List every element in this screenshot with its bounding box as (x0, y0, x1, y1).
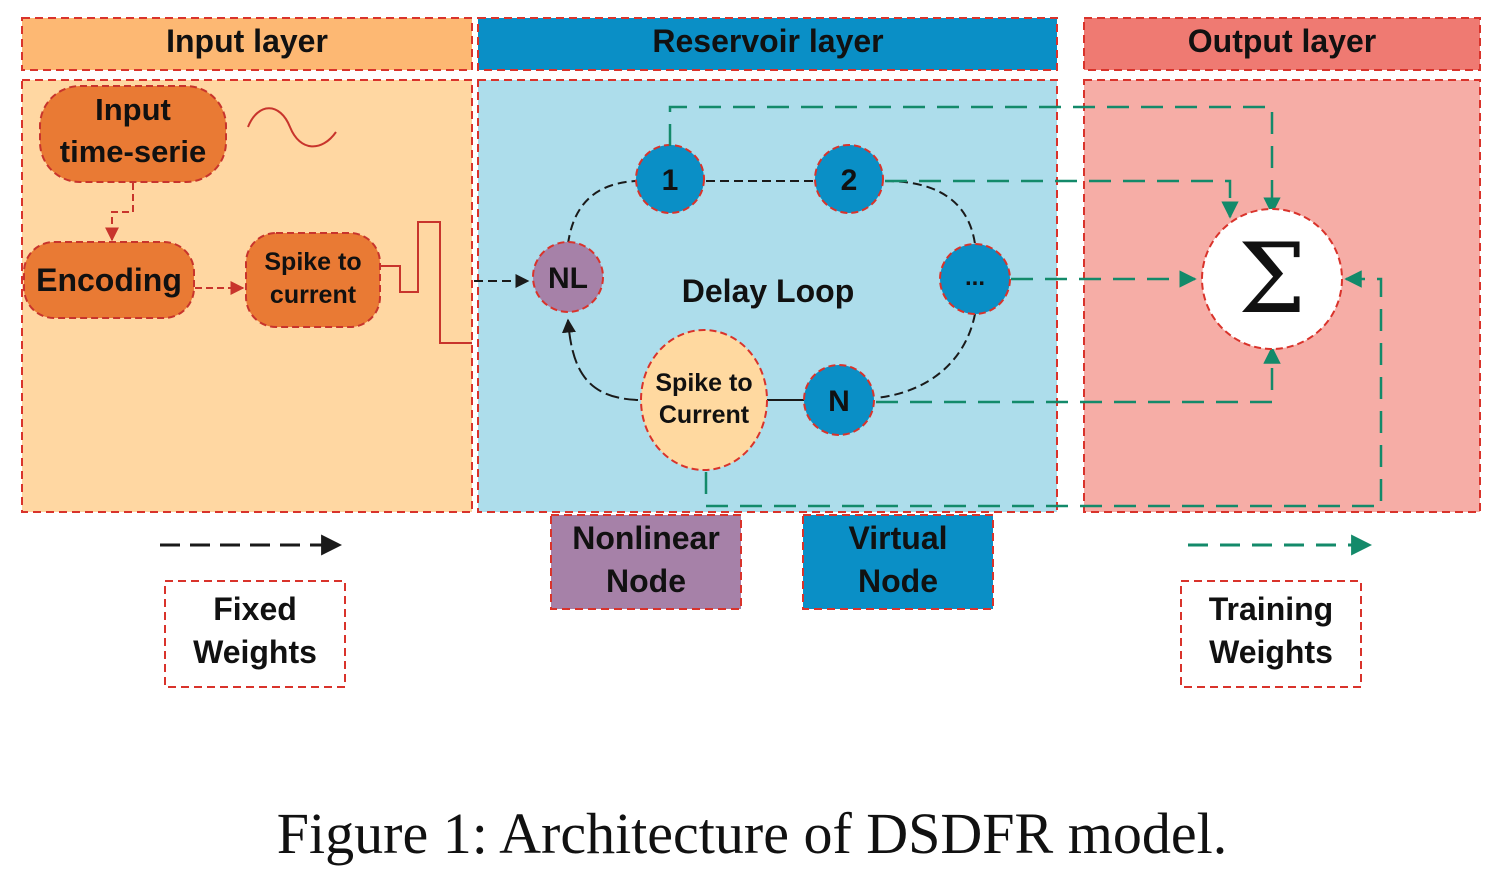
svg-text:N: N (828, 385, 850, 418)
summation-node: Σ (1201, 208, 1343, 350)
virtual-node-1: 1 (635, 144, 705, 214)
legend-nonlinear-node: Nonlinear Node (550, 514, 742, 610)
svg-text:2: 2 (841, 164, 858, 197)
sigma-icon: Σ (1238, 223, 1306, 335)
input-time-series-node: Input time-serie (39, 85, 227, 183)
spike-train-waveform (381, 221, 472, 344)
input-layer-header: Input layer (21, 17, 473, 71)
virtual-node-dots: ... (939, 243, 1011, 315)
svg-text:current: current (270, 281, 357, 309)
svg-text:Input: Input (95, 92, 171, 127)
output-layer-header: Output layer (1083, 17, 1481, 71)
legend-fixed-weights: Fixed Weights (164, 580, 346, 688)
svg-text:time-serie: time-serie (60, 134, 206, 169)
reservoir-layer-title: Reservoir layer (652, 23, 883, 59)
virtual-node-n: N (803, 364, 875, 436)
nonlinear-node: NL (532, 241, 604, 313)
loop-nl-to-1 (567, 180, 637, 245)
svg-text:NL: NL (548, 262, 588, 295)
svg-text:Node: Node (606, 563, 686, 599)
svg-text:Training: Training (1209, 591, 1333, 627)
figure-caption: Figure 1: Architecture of DSDFR model. (276, 801, 1228, 866)
sine-wave-icon (247, 107, 337, 148)
svg-text:Encoding: Encoding (36, 262, 182, 298)
svg-text:Current: Current (659, 401, 750, 429)
virtual-node-2: 2 (814, 144, 884, 214)
svg-text:Node: Node (858, 563, 938, 599)
reservoir-spike-to-current-node: Spike to Current (640, 329, 768, 471)
training-nodeN-to-sum (876, 346, 1281, 404)
reservoir-layer-header: Reservoir layer (477, 17, 1058, 71)
loop-dots-to-n (875, 313, 976, 399)
input-spike-to-current-node: Spike to current (245, 232, 381, 328)
svg-text:Weights: Weights (1209, 634, 1333, 670)
legend-virtual-node: Virtual Node (802, 514, 994, 610)
delay-loop-label: Delay Loop (682, 273, 854, 309)
loop-spike-to-nl (561, 318, 639, 401)
input-layer-title: Input layer (166, 23, 328, 59)
svg-text:Spike to: Spike to (655, 369, 752, 397)
output-layer-title: Output layer (1188, 23, 1376, 59)
svg-text:Virtual: Virtual (849, 520, 948, 556)
svg-text:1: 1 (662, 164, 679, 197)
svg-text:Fixed: Fixed (213, 591, 297, 627)
series-to-encoding-arrow (105, 183, 134, 242)
encoding-node: Encoding (23, 241, 195, 319)
training-node1-to-sum (668, 105, 1281, 215)
svg-text:Weights: Weights (193, 634, 317, 670)
svg-text:Spike to: Spike to (264, 248, 361, 276)
training-node2-to-sum (885, 179, 1239, 219)
svg-text:Nonlinear: Nonlinear (572, 520, 720, 556)
svg-text:...: ... (965, 264, 985, 291)
legend-training-weights: Training Weights (1180, 580, 1362, 688)
